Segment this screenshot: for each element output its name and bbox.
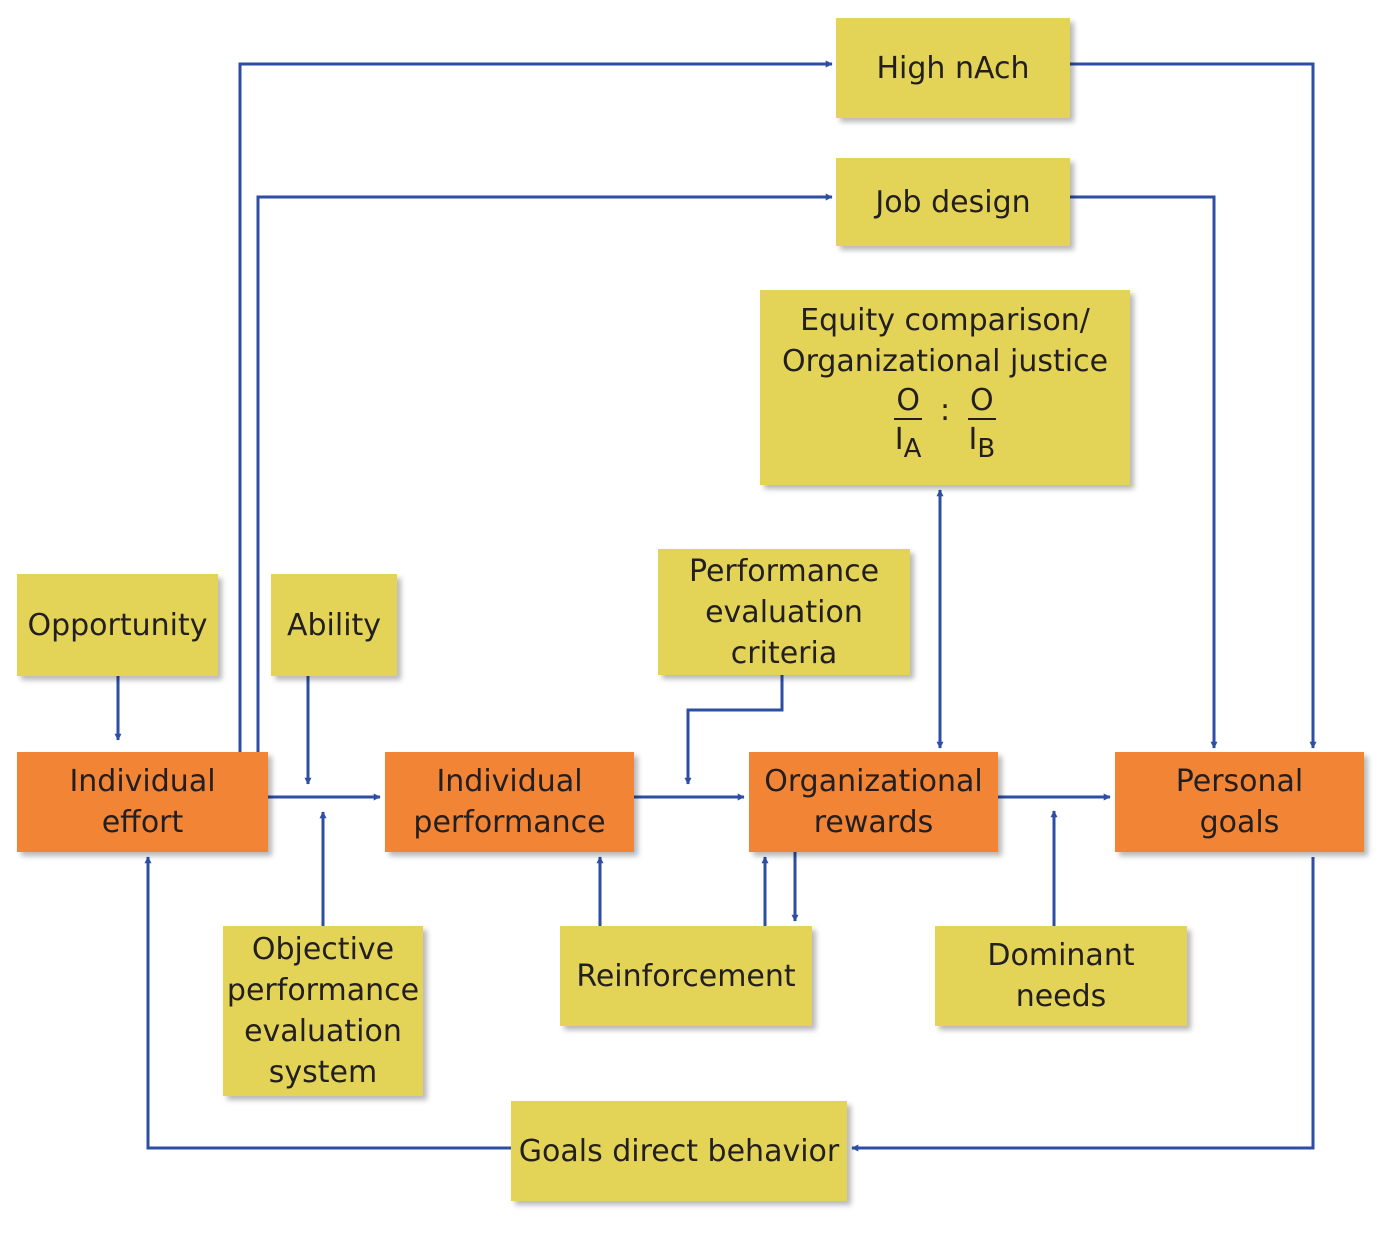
goals-direct-behavior-label: Goals direct behavior — [518, 1133, 840, 1169]
connector-job-design-to-personal-goals — [1070, 195, 1218, 749]
personal-goals-line-1: Personal — [1175, 764, 1304, 799]
personal-goals-line-2: goals — [1199, 805, 1280, 840]
ratio-separator: : — [939, 393, 951, 428]
connector-high-nach-to-personal-goals — [1070, 62, 1317, 749]
outcome-b: O — [968, 383, 996, 420]
individual-effort-line-1: Individual — [69, 764, 216, 799]
connector-personal-goals-to-goals-direct-behavior — [851, 857, 1315, 1152]
opes-line-1: Objective — [251, 932, 395, 967]
goals-direct-behavior-box: Goals direct behavior — [511, 1101, 847, 1201]
individual-performance-line-2: performance — [413, 805, 606, 840]
performance-evaluation-criteria-box: Performance evaluation criteria — [658, 549, 910, 675]
connector-criteria-to-performance-rewards — [684, 675, 784, 785]
equity-line-2: Organizational justice — [781, 344, 1109, 379]
opes-line-3: evaluation — [244, 1014, 402, 1049]
pec-line-1: Performance — [688, 553, 880, 589]
organizational-rewards-line-1: Organizational — [764, 764, 983, 799]
reinforcement-box: Reinforcement — [560, 926, 812, 1026]
equity-comparison-box: Equity comparison/ Organizational justic… — [760, 290, 1130, 485]
individual-effort-line-2: effort — [101, 805, 184, 840]
pec-line-2: evaluation — [705, 594, 863, 630]
individual-performance-box: Individual performance — [385, 752, 634, 852]
dominant-needs-box: Dominant needs — [935, 926, 1187, 1026]
connector-effort-to-job-design — [256, 193, 833, 752]
high-nach-box: High nAch — [836, 18, 1070, 118]
dominant-needs-line-2: needs — [1015, 979, 1107, 1014]
individual-effort-box: Individual effort — [17, 752, 268, 852]
dominant-needs-line-1: Dominant — [987, 938, 1135, 973]
outcome-a: O — [894, 383, 922, 420]
connector-effort-to-high-nach — [238, 60, 833, 752]
ability-label: Ability — [286, 607, 382, 643]
job-design-box: Job design — [836, 158, 1070, 246]
opes-line-4: system — [268, 1055, 378, 1090]
ability-box: Ability — [271, 574, 397, 676]
connector-goals-direct-behavior-to-effort — [144, 856, 511, 1150]
high-nach-label: High nAch — [876, 50, 1030, 86]
personal-goals-box: Personal goals — [1115, 752, 1364, 852]
organizational-rewards-line-2: rewards — [813, 805, 934, 840]
objective-performance-evaluation-system-box: Objective performance evaluation system — [223, 926, 423, 1096]
opportunity-box: Opportunity — [17, 574, 218, 676]
individual-performance-line-1: Individual — [436, 764, 583, 799]
subscript-b: B — [977, 434, 996, 464]
job-design-label: Job design — [875, 184, 1031, 220]
opes-line-2: performance — [226, 973, 420, 1008]
subscript-a: A — [903, 434, 922, 464]
ratio-person-a: O IA — [894, 383, 922, 464]
equity-ratio-formula: O IA : O IB — [894, 383, 996, 464]
organizational-rewards-box: Organizational rewards — [749, 752, 998, 852]
opportunity-label: Opportunity — [27, 607, 208, 643]
input-a: IA — [894, 422, 922, 464]
equity-line-1: Equity comparison/ — [800, 303, 1090, 338]
reinforcement-label: Reinforcement — [576, 958, 796, 994]
pec-line-3: criteria — [730, 635, 838, 671]
input-b: IB — [968, 422, 996, 464]
ratio-person-b: O IB — [968, 383, 996, 464]
